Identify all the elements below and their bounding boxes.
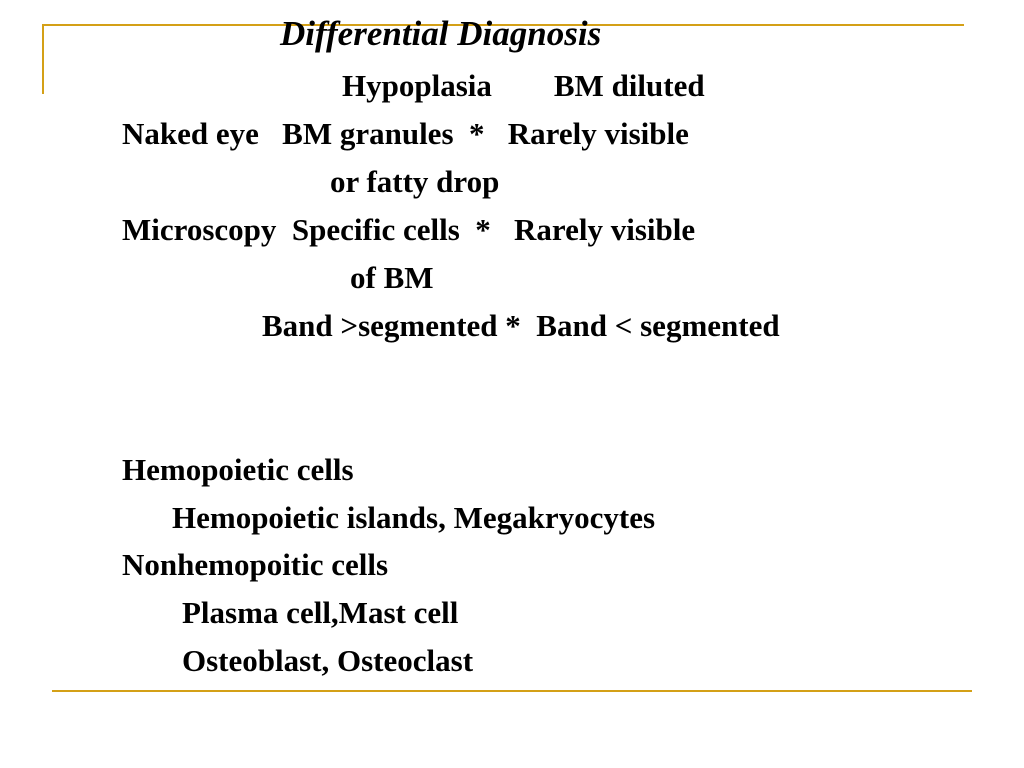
- top-horizontal-rule: [42, 24, 964, 26]
- bottom-horizontal-rule: [52, 690, 972, 692]
- comparison-header: Hypoplasia BM diluted: [342, 68, 705, 103]
- row-naked-eye-continued: or fatty drop: [330, 164, 500, 199]
- row-microscopy-continued: of BM: [350, 260, 434, 295]
- row-band-segmented: Band >segmented * Band < segmented: [262, 308, 780, 343]
- top-left-vertical-rule: [42, 24, 44, 94]
- slide-title: Differential Diagnosis: [280, 14, 602, 53]
- hemopoietic-cells-heading: Hemopoietic cells: [122, 452, 354, 487]
- nonhemopoitic-cells-items-2: Osteoblast, Osteoclast: [182, 643, 474, 678]
- hemopoietic-cells-items: Hemopoietic islands, Megakryocytes: [172, 500, 656, 535]
- nonhemopoitic-cells-items-1: Plasma cell,Mast cell: [182, 595, 459, 630]
- row-microscopy: Microscopy Specific cells * Rarely visib…: [122, 212, 696, 247]
- row-naked-eye: Naked eye BM granules * Rarely visible: [122, 116, 689, 151]
- nonhemopoitic-cells-heading: Nonhemopoitic cells: [122, 547, 389, 582]
